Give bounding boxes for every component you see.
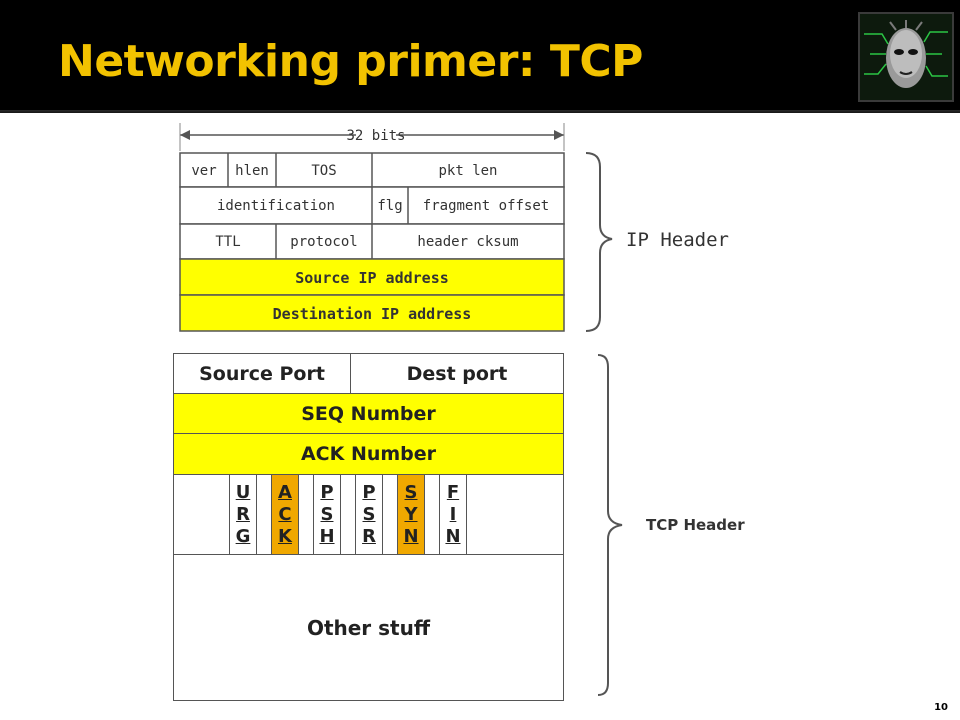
bit-width-label: 32 bits xyxy=(346,128,405,144)
ip-header-label: IP Header xyxy=(626,229,729,251)
seq-number-field: SEQ Number xyxy=(173,393,564,434)
title-bar: Networking primer: TCP xyxy=(0,0,960,116)
field-protocol: protocol xyxy=(290,234,357,250)
field-pkt-len: pkt len xyxy=(438,163,497,179)
ip-row-destination: Destination IP address xyxy=(179,294,565,332)
cyber-face-logo xyxy=(858,12,954,102)
bit-width-arrow: 32 bits xyxy=(179,123,565,151)
ip-row-source: Source IP address xyxy=(179,258,565,296)
ip-header-brace xyxy=(585,152,613,332)
tcp-header-brace xyxy=(597,354,623,696)
page-number: 10 xyxy=(934,702,948,713)
ack-number-field: ACK Number xyxy=(173,433,564,475)
field-tos: TOS xyxy=(311,163,336,179)
tcp-header-label: TCP Header xyxy=(646,516,745,534)
tcp-port-row: Source Port Dest port xyxy=(173,353,564,394)
field-identification: identification xyxy=(217,198,335,214)
ip-header-diagram: 32 bits ver hlen TOS pkt len identificat… xyxy=(179,123,729,332)
ip-row-3: TTL protocol header cksum xyxy=(179,223,565,260)
source-port-field: Source Port xyxy=(174,354,351,393)
field-source-ip: Source IP address xyxy=(295,269,449,287)
field-ver: ver xyxy=(191,163,216,179)
ip-row-1: ver hlen TOS pkt len xyxy=(179,152,565,188)
field-hlen: hlen xyxy=(235,163,269,179)
slide-content: 32 bits ver hlen TOS pkt len identificat… xyxy=(0,113,960,720)
field-ttl: TTL xyxy=(215,234,240,250)
field-fragment-offset: fragment offset xyxy=(423,198,549,214)
dest-port-field: Dest port xyxy=(406,362,508,385)
field-flg: flg xyxy=(377,198,402,214)
field-destination-ip: Destination IP address xyxy=(273,305,472,323)
ip-row-2: identification flg fragment offset xyxy=(179,186,565,225)
slide-title: Networking primer: TCP xyxy=(58,36,643,87)
other-stuff-field: Other stuff xyxy=(173,554,564,701)
field-header-cksum: header cksum xyxy=(417,234,518,250)
